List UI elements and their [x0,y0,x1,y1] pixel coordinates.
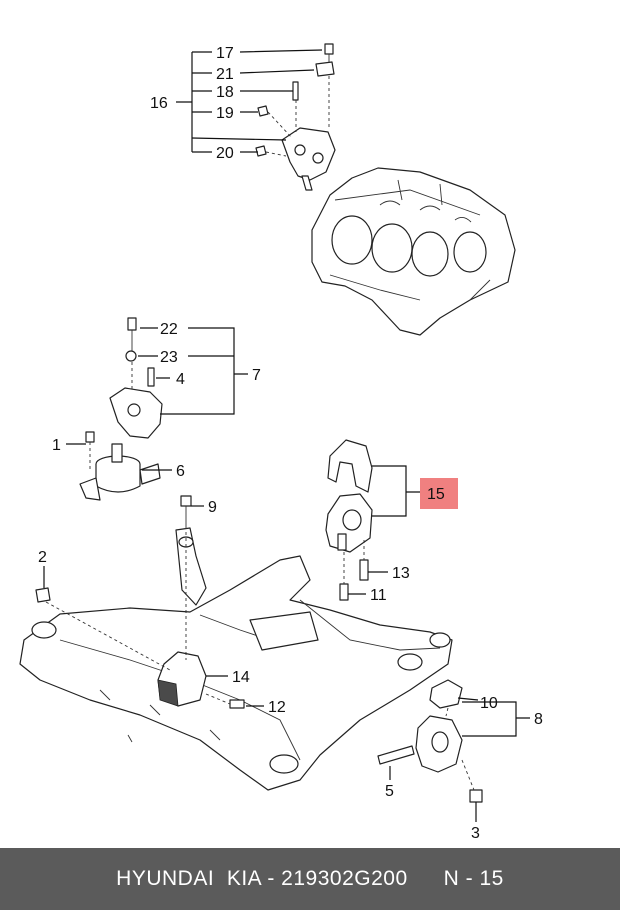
transaxle-mount-8 [377,679,483,803]
callout-18: 18 [216,84,234,101]
callout-10: 10 [480,695,498,712]
callout-5: 5 [385,783,394,800]
callout-15: 15 [427,486,445,503]
callout-14: 14 [232,669,250,686]
callout-13: 13 [392,565,410,582]
mount-bracket-7 [109,317,163,439]
roll-stopper-14 [157,651,245,709]
highlight-box-15 [420,478,458,509]
callout-6: 6 [176,463,185,480]
callout-11: 11 [370,587,387,604]
callout-23: 23 [160,349,178,366]
callout-17: 17 [216,45,234,62]
callout-20: 20 [216,145,234,162]
exploded-parts-diagram: 17 21 18 16 19 20 22 23 4 7 1 6 15 9 2 1… [19,43,543,842]
callout-22: 22 [160,321,178,338]
footer-bar: HYUNDAI KIA - 219302G200 N - 15 [0,848,620,910]
callout-12: 12 [268,699,286,716]
callout-8: 8 [534,711,543,728]
callout-1: 1 [52,437,61,454]
callout-16: 16 [150,95,168,112]
callout-4: 4 [176,371,185,388]
engine-mount-6 [79,431,161,501]
engine-block [311,167,516,336]
callout-3: 3 [471,825,480,842]
mount-insulator-15 [325,439,373,601]
callout-7: 7 [252,367,261,384]
callout-labels: 17 21 18 16 19 20 22 23 4 7 1 6 15 9 2 1… [38,45,543,842]
callout-9: 9 [208,499,217,516]
front-subframe [19,527,453,791]
callout-2: 2 [38,549,47,566]
leader-lines [43,49,530,822]
footer-page-ref: N - 15 [443,867,504,890]
callout-19: 19 [216,105,234,122]
engine-mount-bracket-16 [255,43,336,191]
callout-21: 21 [216,66,234,83]
nut-2 [35,587,171,671]
footer-part-number: HYUNDAI KIA - 219302G200 [116,867,408,890]
